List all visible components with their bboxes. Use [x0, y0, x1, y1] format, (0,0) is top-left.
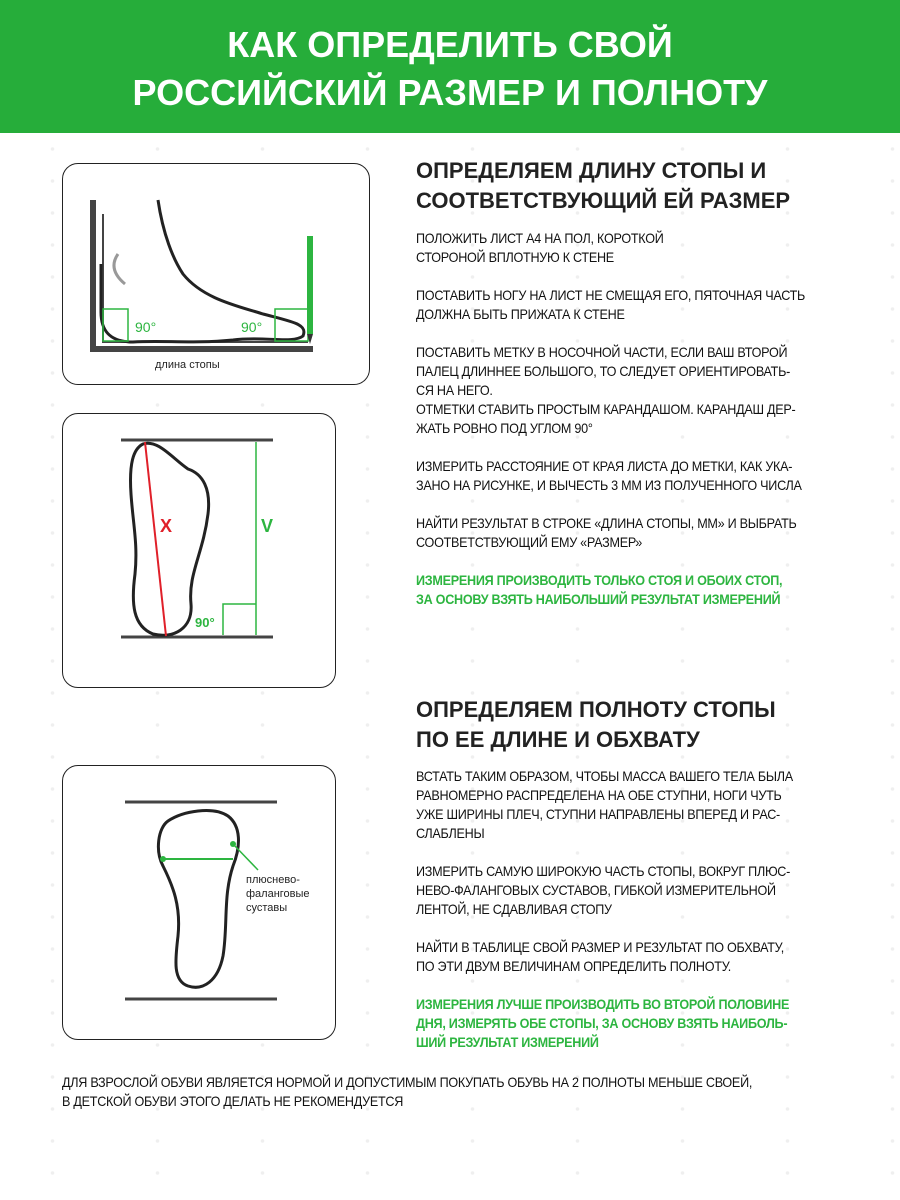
line: НАЙТИ В ТАБЛИЦЕ СВОЙ РАЗМЕР И РЕЗУЛЬТАТ …: [416, 939, 784, 955]
instruction-paragraph: ПОСТАВИТЬ МЕТКУ В НОСОЧНОЙ ЧАСТИ, ЕСЛИ В…: [416, 343, 805, 438]
line: СЛАБЛЕНЫ: [416, 825, 485, 841]
foot-top-measure-illustration: X V 90°: [62, 413, 336, 688]
joints-label-line: фаланговые: [246, 888, 310, 900]
line: ИЗМЕРЕНИЯ ПРОИЗВОДИТЬ ТОЛЬКО СТОЯ И ОБОИ…: [416, 572, 783, 588]
page-header: КАК ОПРЕДЕЛИТЬ СВОЙ РОССИЙСКИЙ РАЗМЕР И …: [0, 0, 900, 133]
length-instructions: ПОЛОЖИТЬ ЛИСТ А4 НА ПОЛ, КОРОТКОЙ СТОРОНО…: [416, 229, 805, 628]
line: СООТВЕТСТВУЮЩИЙ ЕМУ «РАЗМЕР»: [416, 534, 643, 550]
heading-line: ПО ЕЕ ДЛИНЕ И ОБХВАТУ: [416, 727, 700, 752]
line: НАЙТИ РЕЗУЛЬТАТ В СТРОКЕ «ДЛИНА СТОПЫ, М…: [416, 515, 797, 531]
line: ЛЕНТОЙ, НЕ СДАВЛИВАЯ СТОПУ: [416, 901, 612, 917]
section-heading-length: ОПРЕДЕЛЯЕМ ДЛИНУ СТОПЫ И СООТВЕТСТВУЮЩИЙ…: [416, 156, 790, 216]
line: ИЗМЕРЕНИЯ ЛУЧШЕ ПРОИЗВОДИТЬ ВО ВТОРОЙ ПО…: [416, 996, 790, 1012]
heading-line: СООТВЕТСТВУЮЩИЙ ЕЙ РАЗМЕР: [416, 188, 791, 213]
foot-side-view-drawing: 90° 90° длина стопы: [90, 199, 313, 371]
footer-note: ДЛЯ ВЗРОСЛОЙ ОБУВИ ЯВЛЯЕТСЯ НОРМОЙ И ДОП…: [62, 1073, 752, 1111]
important-note: ИЗМЕРЕНИЯ ПРОИЗВОДИТЬ ТОЛЬКО СТОЯ И ОБОИ…: [416, 571, 805, 609]
angle-label-toe: 90°: [241, 319, 262, 335]
section-heading-width: ОПРЕДЕЛЯЕМ ПОЛНОТУ СТОПЫ ПО ЕЕ ДЛИНЕ И О…: [416, 695, 776, 755]
foot-joints-drawing: плюсневo- фаланговые суставы: [125, 800, 310, 1001]
line: НЕВО-ФАЛАНГОВЫХ СУСТАВОВ, ГИБКОЙ ИЗМЕРИТ…: [416, 882, 776, 898]
joints-label-line: суставы: [246, 902, 287, 914]
line: РАВНОМЕРНО РАСПРЕДЕЛЕНА НА ОБЕ СТУПНИ, Н…: [416, 787, 782, 803]
line: СЯ НА НЕГО.: [416, 382, 493, 398]
line: ПОСТАВИТЬ НОГУ НА ЛИСТ НЕ СМЕЩАЯ ЕГО, ПЯ…: [416, 287, 806, 303]
page-title-line: РОССИЙСКИЙ РАЗМЕР И ПОЛНОТУ: [132, 72, 768, 113]
line: ПО ЭТИ ДВУМ ВЕЛИЧИНАМ ОПРЕДЕЛИТЬ ПОЛНОТУ…: [416, 958, 732, 974]
instruction-paragraph: ПОСТАВИТЬ НОГУ НА ЛИСТ НЕ СМЕЩАЯ ЕГО, ПЯ…: [416, 286, 805, 324]
line: ШИЙ РЕЗУЛЬТАТ ИЗМЕРЕНИЙ: [416, 1034, 599, 1050]
line: УЖЕ ШИРИНЫ ПЛЕЧ, СТУПНИ НАПРАВЛЕНЫ ВПЕРЕ…: [416, 806, 780, 822]
diagonal-label-x: X: [160, 516, 172, 536]
line: ДНЯ, ИЗМЕРЯТЬ ОБЕ СТОПЫ, ЗА ОСНОВУ ВЗЯТЬ…: [416, 1015, 788, 1031]
vertical-label-v: V: [261, 516, 273, 536]
instruction-paragraph: ИЗМЕРИТЬ САМУЮ ШИРОКУЮ ЧАСТЬ СТОПЫ, ВОКР…: [416, 862, 793, 919]
line: ЗАНО НА РИСУНКЕ, И ВЫЧЕСТЬ 3 ММ ИЗ ПОЛУЧ…: [416, 477, 802, 493]
foot-girth-illustration: плюсневo- фаланговые суставы: [62, 765, 336, 1040]
line: ИЗМЕРИТЬ САМУЮ ШИРОКУЮ ЧАСТЬ СТОПЫ, ВОКР…: [416, 863, 791, 879]
width-instructions: ВСТАТЬ ТАКИМ ОБРАЗОМ, ЧТОБЫ МАССА ВАШЕГО…: [416, 767, 793, 1071]
heading-line: ОПРЕДЕЛЯЕМ ДЛИНУ СТОПЫ И: [416, 158, 767, 183]
line: В ДЕТСКОЙ ОБУВИ ЭТОГО ДЕЛАТЬ НЕ РЕКОМЕНД…: [62, 1093, 404, 1109]
angle-label-heel: 90°: [135, 319, 156, 335]
foot-length-caption: длина стопы: [155, 359, 220, 371]
line: ИЗМЕРИТЬ РАССТОЯНИЕ ОТ КРАЯ ЛИСТА ДО МЕТ…: [416, 458, 793, 474]
heading-line: ОПРЕДЕЛЯЕМ ПОЛНОТУ СТОПЫ: [416, 697, 776, 722]
line: ДЛЯ ВЗРОСЛОЙ ОБУВИ ЯВЛЯЕТСЯ НОРМОЙ И ДОП…: [62, 1074, 753, 1090]
line: ВСТАТЬ ТАКИМ ОБРАЗОМ, ЧТОБЫ МАССА ВАШЕГО…: [416, 768, 793, 784]
line: СТОРОНОЙ ВПЛОТНУЮ К СТЕНЕ: [416, 249, 614, 265]
foot-top-view-drawing: X V 90°: [121, 438, 273, 639]
joints-label-line: плюсневo-: [246, 874, 300, 886]
instruction-paragraph: ВСТАТЬ ТАКИМ ОБРАЗОМ, ЧТОБЫ МАССА ВАШЕГО…: [416, 767, 793, 843]
instruction-paragraph: НАЙТИ В ТАБЛИЦЕ СВОЙ РАЗМЕР И РЕЗУЛЬТАТ …: [416, 938, 793, 976]
line: ПОСТАВИТЬ МЕТКУ В НОСОЧНОЙ ЧАСТИ, ЕСЛИ В…: [416, 344, 788, 360]
line: ОТМЕТКИ СТАВИТЬ ПРОСТЫМ КАРАНДАШОМ. КАРА…: [416, 401, 796, 417]
angle-label: 90°: [195, 615, 215, 630]
line: ЗА ОСНОВУ ВЗЯТЬ НАИБОЛЬШИЙ РЕЗУЛЬТАТ ИЗМ…: [416, 591, 781, 607]
important-note: ИЗМЕРЕНИЯ ЛУЧШЕ ПРОИЗВОДИТЬ ВО ВТОРОЙ ПО…: [416, 995, 793, 1052]
line: ПАЛЕЦ ДЛИННЕЕ БОЛЬШОГО, ТО СЛЕДУЕТ ОРИЕН…: [416, 363, 791, 379]
instruction-paragraph: ПОЛОЖИТЬ ЛИСТ А4 НА ПОЛ, КОРОТКОЙ СТОРОНО…: [416, 229, 805, 267]
line: ДОЛЖНА БЫТЬ ПРИЖАТА К СТЕНЕ: [416, 306, 625, 322]
foot-length-illustration: 90° 90° длина стопы: [62, 163, 370, 385]
page-title-line: КАК ОПРЕДЕЛИТЬ СВОЙ: [227, 24, 673, 65]
instruction-paragraph: ИЗМЕРИТЬ РАССТОЯНИЕ ОТ КРАЯ ЛИСТА ДО МЕТ…: [416, 457, 805, 495]
instruction-paragraph: НАЙТИ РЕЗУЛЬТАТ В СТРОКЕ «ДЛИНА СТОПЫ, М…: [416, 514, 805, 552]
line: ПОЛОЖИТЬ ЛИСТ А4 НА ПОЛ, КОРОТКОЙ: [416, 230, 664, 246]
line: ЖАТЬ РОВНО ПОД УГЛОМ 90°: [416, 420, 593, 436]
